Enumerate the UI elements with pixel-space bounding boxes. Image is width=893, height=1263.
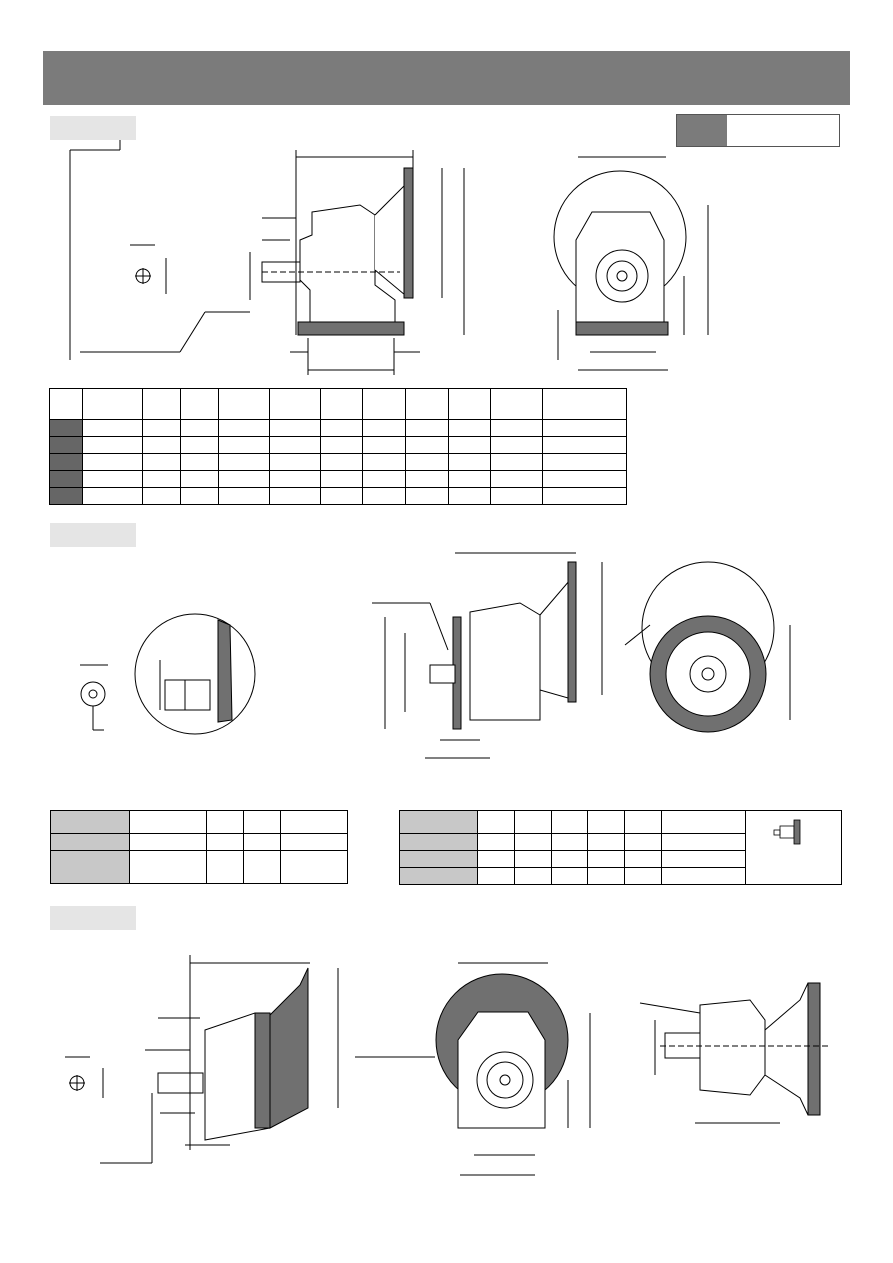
dimension-table-1 [49,388,628,505]
dimension-table-3 [398,810,843,885]
section-tag-2 [50,523,136,547]
table-row [49,419,628,437]
front-view-drawing-3 [355,962,591,1176]
table-row [50,850,348,884]
side-view-drawing-2 [372,552,603,759]
row-marker [49,487,83,505]
row-marker [49,436,83,454]
table-corner [49,388,83,420]
section-tag-3 [50,906,136,930]
dimension-table-2 [50,810,348,884]
section-tag-1 [50,116,136,140]
shaft-detail-drawing [80,613,256,735]
thumbnail-cell [744,810,843,885]
table-row [398,850,842,868]
top-view-drawing-3 [639,982,830,1124]
table-row [49,453,628,471]
legend-box [676,114,840,147]
table-row [398,833,842,851]
table-row [49,436,628,454]
row-marker [49,453,83,471]
front-view-drawing-1 [553,156,709,371]
thumbnail-drawing [773,819,801,845]
side-view-drawing-1 [69,140,465,375]
row-marker [49,419,83,437]
table-row [49,487,628,505]
table-row [50,833,348,851]
header-bar [43,51,850,105]
front-view-drawing-2 [624,561,791,733]
row-marker [49,470,83,488]
legend-swatch [677,115,727,146]
table-row [398,867,842,885]
side-view-drawing-3 [65,955,339,1164]
table-row [49,470,628,488]
